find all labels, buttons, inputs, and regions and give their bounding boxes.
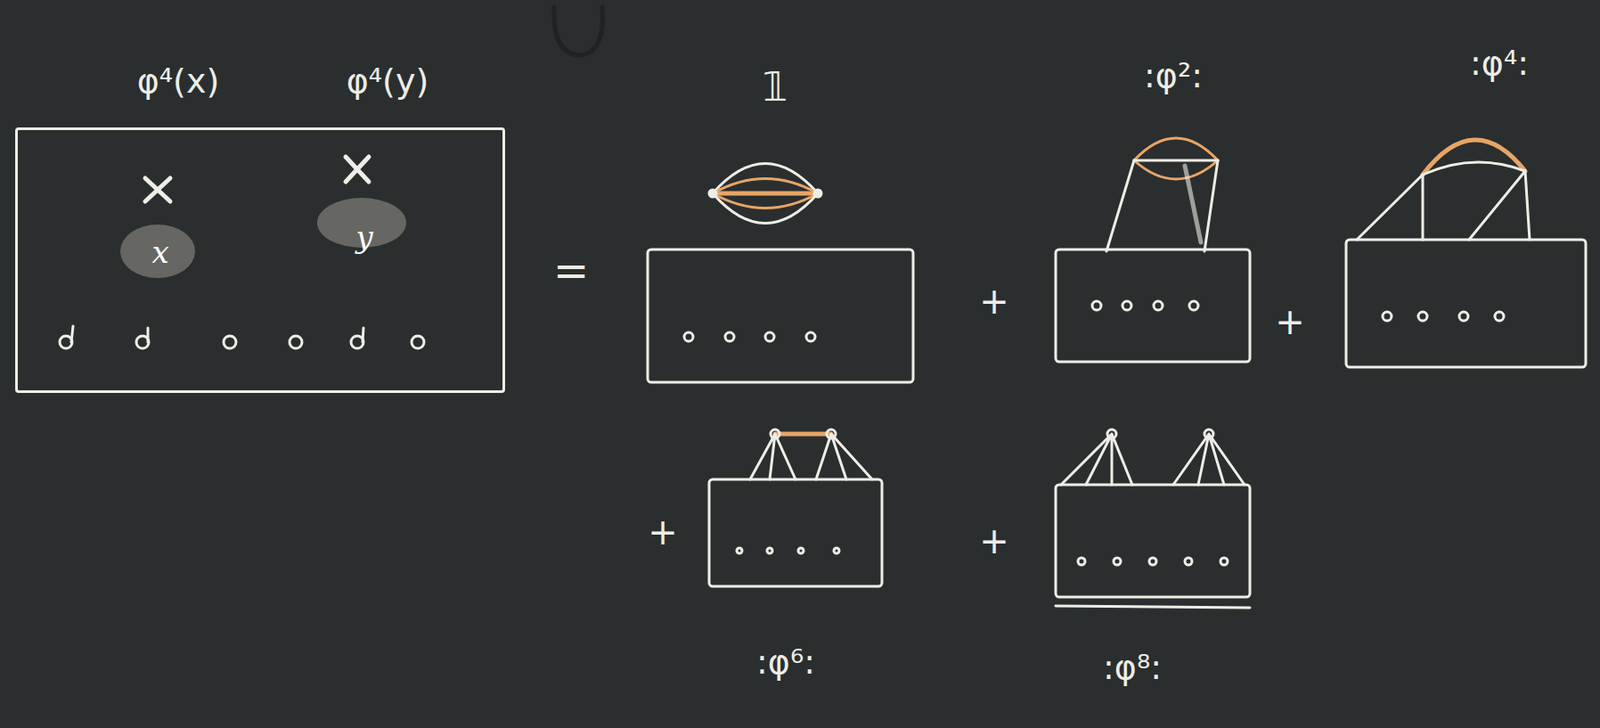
plus-sign: +: [979, 281, 1010, 321]
plus-sign: +: [1274, 302, 1306, 342]
point-label: x: [151, 234, 169, 270]
operator-label: :φ⁴:: [1469, 45, 1529, 83]
point-label: y: [355, 219, 373, 255]
operator-label: 𝟙: [762, 65, 788, 109]
operator-label: :φ²:: [1143, 57, 1203, 96]
plus-sign: +: [979, 521, 1010, 561]
operator-label: :φ⁶:: [756, 644, 816, 682]
operator-label: φ⁴(x): [137, 63, 220, 101]
operator-label: φ⁴(y): [346, 63, 429, 101]
operator-label: :φ⁸:: [1102, 649, 1162, 687]
equals-sign: =: [553, 246, 589, 294]
operator-box: xy: [15, 127, 506, 393]
plus-sign: +: [647, 512, 678, 552]
